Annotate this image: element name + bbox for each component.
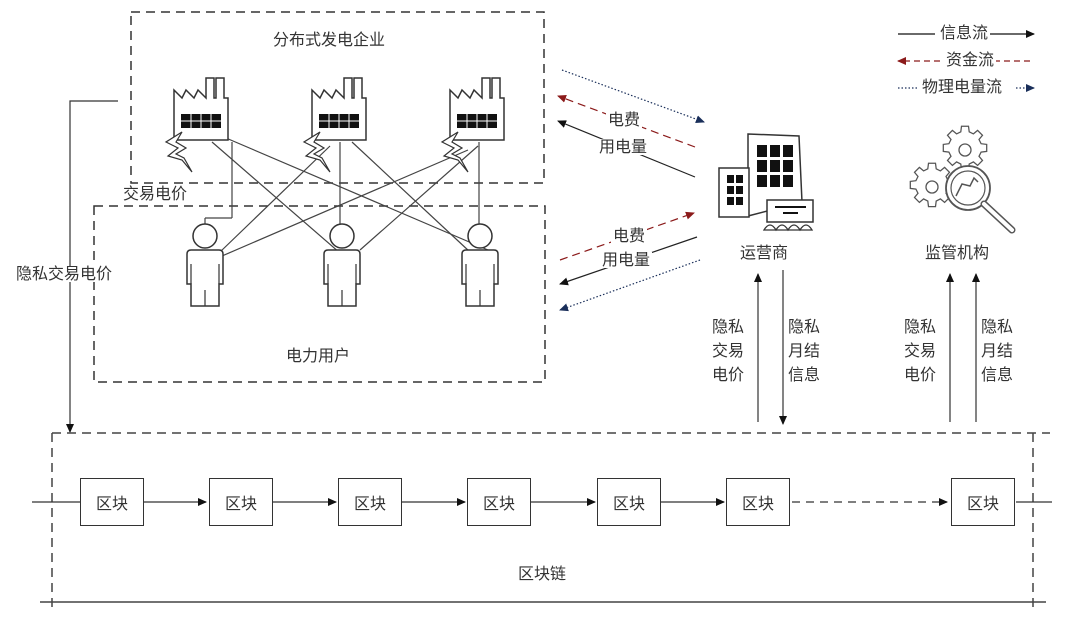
user-icon-3: [461, 223, 499, 307]
block-2: 区块: [209, 478, 273, 526]
regulator-left-label: 隐私 交易 电价: [903, 317, 936, 384]
operator-building-icon: [718, 133, 814, 232]
block-3: 区块: [338, 478, 402, 526]
factory-icon-3: [441, 77, 505, 173]
block-6: 区块: [726, 478, 790, 526]
power-flow-to-operator: [561, 69, 705, 124]
private-trade-price-label: 隐私交易电价: [14, 264, 115, 283]
legend-money-label: 资金流: [944, 50, 997, 69]
block-1: 区块: [80, 478, 144, 526]
power-flow-to-users: [559, 259, 701, 312]
user-icon-2: [323, 223, 361, 307]
users-group-box: [93, 205, 546, 383]
operator-name: 运营商: [740, 243, 789, 262]
regulator-gears-icon: [909, 125, 1016, 234]
money-flow-to-generators: [557, 95, 696, 148]
fee-label-top: 电费: [606, 110, 643, 129]
private-price-arrow: [66, 100, 118, 433]
legend-power-label: 物理电量流: [920, 77, 1005, 96]
blockchain-title: 区块链: [518, 564, 567, 583]
legend: [897, 30, 1035, 92]
factory-icon-2: [303, 77, 367, 173]
trade-price-label: 交易电价: [121, 184, 190, 203]
generators-title: 分布式发电企业: [273, 30, 386, 49]
factory-icon-1: [165, 77, 229, 173]
users-title: 电力用户: [286, 346, 351, 365]
trade-network: [204, 137, 489, 267]
fee-label-bottom: 电费: [611, 226, 648, 245]
blockchain-box: [40, 432, 1050, 612]
regulator-name: 监管机构: [925, 243, 990, 262]
generators-group-box: [130, 11, 545, 184]
block-4: 区块: [467, 478, 531, 526]
user-icon-1: [186, 223, 224, 307]
block-5: 区块: [597, 478, 661, 526]
usage-label-bottom: 用电量: [600, 250, 653, 269]
legend-info-label: 信息流: [938, 23, 991, 42]
block-7: 区块: [951, 478, 1015, 526]
operator-up-label: 隐私 交易 电价: [711, 317, 744, 384]
operator-down-label: 隐私 月结 信息: [787, 317, 820, 384]
regulator-right-label: 隐私 月结 信息: [980, 317, 1013, 384]
usage-label-top: 用电量: [597, 137, 650, 156]
